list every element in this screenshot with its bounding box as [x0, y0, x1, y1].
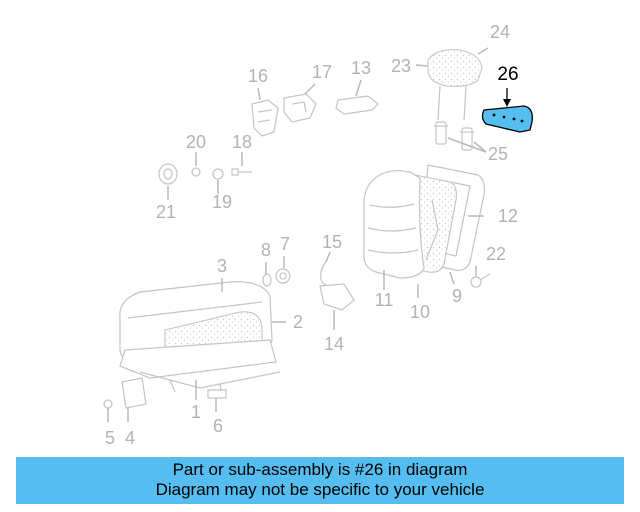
headrest: [427, 49, 483, 121]
banner-line-1: Part or sub-assembly is #26 in diagram: [172, 460, 468, 479]
highlighted-part-26[interactable]: [481, 88, 533, 133]
label-part-19: 19: [212, 192, 232, 212]
small-parts: [103, 93, 491, 409]
label-part-1: 1: [191, 402, 201, 422]
label-part-15: 15: [322, 232, 342, 252]
label-part-8: 8: [261, 240, 271, 260]
label-part-24: 24: [490, 22, 510, 42]
label-part-2: 2: [293, 312, 303, 332]
seat-cushion-assembly: [119, 281, 281, 397]
label-part-10: 10: [410, 302, 430, 322]
label-part-14: 14: [324, 334, 344, 354]
label-part-21: 21: [156, 202, 176, 222]
label-part-20: 20: [186, 132, 206, 152]
label-part-9: 9: [452, 286, 462, 306]
leader-lines: [107, 47, 489, 422]
label-part-5: 5: [105, 428, 115, 448]
label-part-12: 12: [498, 206, 518, 226]
label-part-22: 22: [486, 244, 506, 264]
label-part-3: 3: [217, 256, 227, 276]
part-number-labels: 16 17 13 23 24 26 25 20 18 21 19 12 22 1…: [105, 22, 519, 448]
label-part-18: 18: [232, 132, 252, 152]
label-part-13: 13: [351, 58, 371, 78]
label-part-6: 6: [213, 416, 223, 436]
label-part-25: 25: [488, 144, 508, 164]
label-part-11: 11: [375, 290, 394, 310]
banner-line-2: Diagram may not be specific to your vehi…: [155, 480, 485, 499]
info-banner: Part or sub-assembly is #26 in diagram D…: [16, 457, 624, 504]
label-part-4: 4: [125, 428, 135, 448]
label-part-16: 16: [248, 66, 268, 86]
label-part-26: 26: [497, 64, 518, 85]
parts-diagram: 16 17 13 23 24 26 25 20 18 21 19 12 22 1…: [103, 22, 533, 448]
seat-back-assembly: [363, 164, 485, 279]
label-part-23: 23: [391, 56, 411, 76]
label-part-7: 7: [280, 234, 290, 254]
label-part-17: 17: [312, 62, 332, 82]
